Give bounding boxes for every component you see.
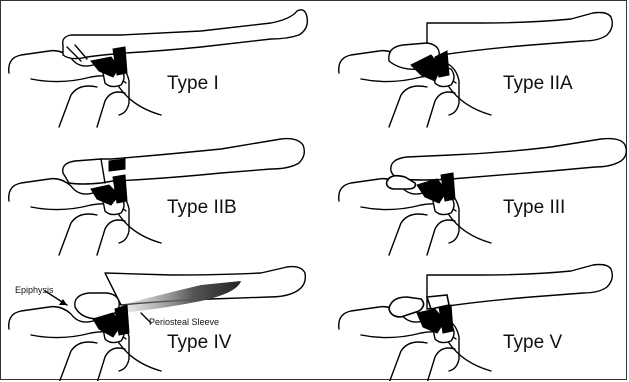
label-epiphysis: Epiphysis — [15, 285, 54, 295]
label-periosteal-sleeve: Periosteal Sleeve — [149, 317, 219, 327]
label-type-i: Type I — [167, 73, 219, 95]
panel-type-v — [339, 265, 613, 382]
label-type-iib: Type IIB — [167, 197, 237, 219]
panel-type-iii — [339, 139, 627, 255]
label-type-v: Type V — [503, 332, 562, 354]
label-type-iia: Type IIA — [503, 73, 573, 95]
panel-type-i — [9, 10, 308, 127]
label-type-iv: Type IV — [167, 332, 231, 354]
panel-type-iib — [9, 139, 305, 255]
label-type-iii: Type III — [503, 197, 565, 219]
panel-type-iia — [339, 13, 613, 128]
